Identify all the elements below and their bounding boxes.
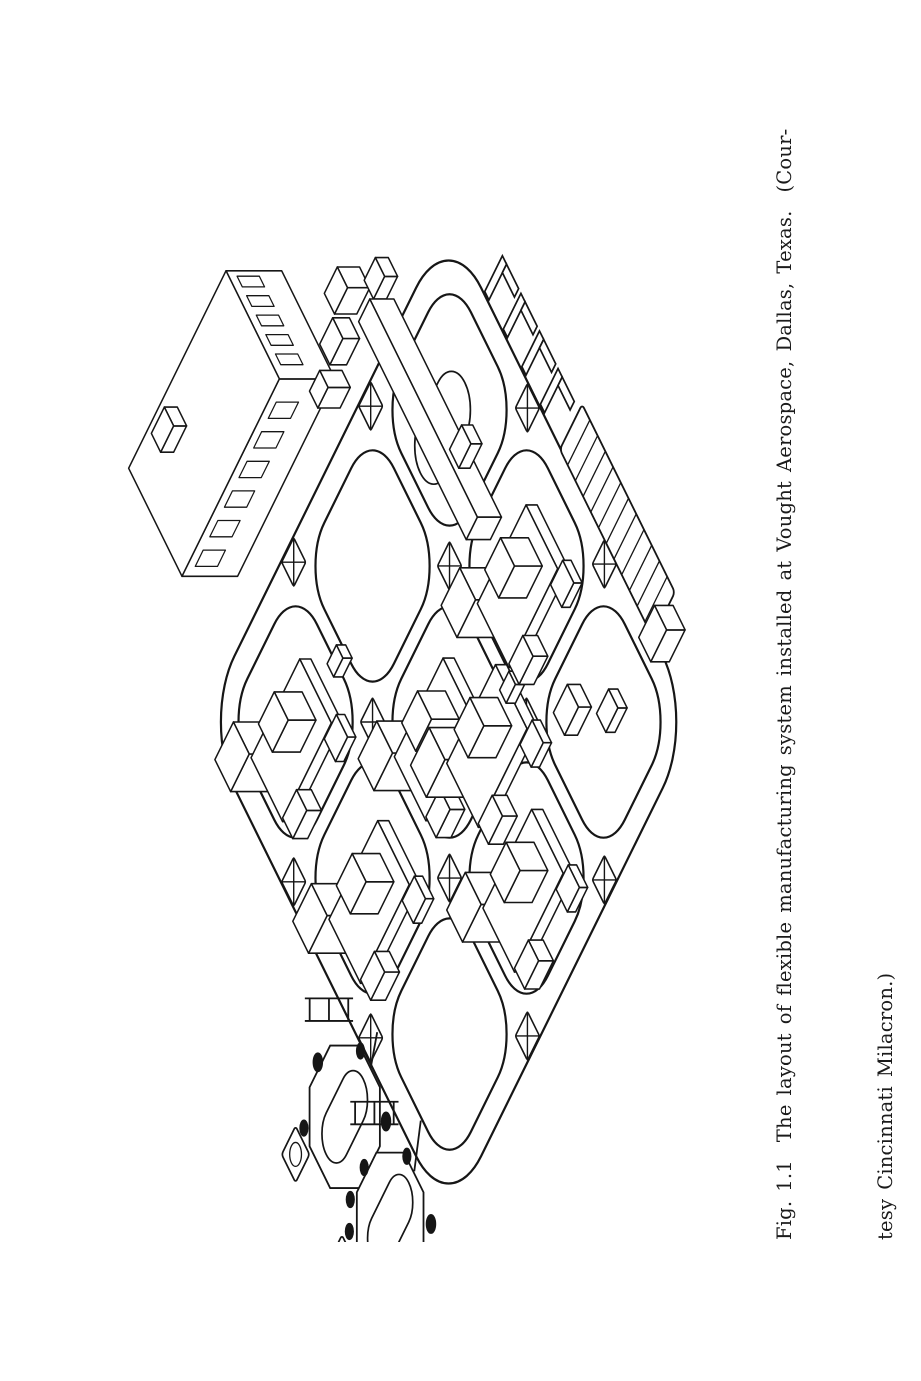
- machining-center-2: [335, 852, 395, 915]
- fixture-rack: [539, 339, 555, 372]
- fixture-rack: [503, 293, 525, 337]
- building-window: [209, 519, 241, 538]
- pallet-rack: [369, 1102, 380, 1125]
- track-crossing-switch: [282, 857, 306, 906]
- fixture: [424, 1211, 437, 1237]
- agv-track-loop: [380, 893, 519, 1175]
- carousel-spur: [405, 1121, 430, 1172]
- pallet-rack: [304, 998, 315, 1021]
- carousel-spur: [365, 1032, 383, 1068]
- pallet-stand-2: [595, 688, 628, 734]
- carousel-1-part: [287, 1137, 304, 1171]
- chip-conveyor: [622, 530, 644, 575]
- track-crossing-switch: [359, 382, 383, 431]
- tool-rack-3: [363, 256, 399, 300]
- chip-conveyor: [583, 451, 605, 496]
- machining-center-6: [555, 864, 589, 913]
- agv-cart-1: [326, 644, 353, 678]
- fixture-rack: [558, 377, 574, 410]
- chip-conveyor: [637, 561, 659, 606]
- chip-conveyor: [645, 577, 667, 622]
- pallet-stand-1: [552, 683, 593, 737]
- building-window: [255, 314, 285, 327]
- track-crossing-switch: [437, 542, 461, 591]
- track-crossing-switch: [437, 854, 461, 903]
- fixture: [355, 1040, 366, 1063]
- building-window: [223, 490, 256, 508]
- machining-center-5: [508, 634, 549, 686]
- pallet-rack: [350, 1075, 398, 1173]
- machining-center-4: [453, 696, 513, 759]
- building-door-unit: [308, 369, 352, 409]
- machining-center-5: [549, 559, 583, 609]
- fixture-rack: [502, 264, 518, 297]
- caption-line-2: tesy Cincinnati Milacron.): [873, 972, 897, 1240]
- control-building: [127, 269, 336, 578]
- chip-conveyor: [606, 498, 628, 543]
- building-window: [265, 333, 294, 346]
- track-crossing-switch: [359, 1013, 383, 1062]
- machining-center-1: [323, 713, 357, 763]
- pallet-rack: [305, 972, 353, 1070]
- pallet-rack: [323, 998, 334, 1021]
- track-crossing-switch: [515, 1012, 539, 1061]
- fixture-rack: [522, 331, 544, 375]
- machines-layer: [127, 256, 686, 1001]
- track-crossing-switch: [282, 538, 306, 587]
- fixture: [401, 1145, 412, 1168]
- carousel-2-track: [362, 1163, 419, 1242]
- fixture: [311, 1049, 324, 1075]
- fixture-rack: [540, 369, 562, 413]
- fixture-rack: [521, 302, 537, 335]
- tool-rack-1: [318, 316, 361, 366]
- fms-illustration: [127, 167, 686, 1242]
- building-window: [236, 275, 266, 288]
- machining-center-1: [281, 788, 323, 840]
- machining-center-2: [401, 875, 435, 925]
- teardrop-station: [448, 424, 483, 470]
- agv-track-loop: [303, 425, 442, 707]
- machining-center-4: [477, 794, 518, 846]
- machining-center-2: [359, 950, 401, 1001]
- track-crossing-switch: [592, 855, 616, 904]
- roof-vent: [150, 406, 188, 454]
- chip-conveyor: [629, 545, 651, 590]
- chip-conveyor: [591, 467, 613, 512]
- chip-conveyor: [568, 420, 590, 465]
- building-window: [246, 295, 275, 308]
- chip-conveyor: [575, 436, 597, 481]
- building-window: [194, 549, 227, 568]
- figure-area: [124, 167, 699, 1242]
- caption-line-1: Fig. 1.1 The layout of flexible manufact…: [773, 128, 796, 1240]
- building-window: [267, 401, 300, 420]
- machining-center-6: [489, 841, 549, 904]
- chip-conveyor: [599, 483, 621, 528]
- pallet-rack: [388, 1102, 399, 1125]
- tool-rack-2: [323, 266, 371, 315]
- chip-conveyor: [614, 514, 636, 559]
- machining-center-5: [484, 536, 544, 599]
- building-window: [274, 353, 304, 366]
- building-window: [238, 460, 270, 479]
- machining-center-6: [513, 939, 555, 990]
- fixture-rack: [485, 256, 507, 300]
- machining-center-4: [519, 719, 553, 768]
- fixture: [345, 1188, 356, 1211]
- pallet-rack: [343, 998, 354, 1021]
- building-window: [253, 431, 285, 449]
- fixture: [298, 1117, 309, 1140]
- track-crossing-switch: [515, 384, 539, 433]
- conveyor-end-box: [637, 604, 686, 663]
- figure-caption: Fig. 1.1 The layout of flexible manufact…: [701, 129, 921, 1240]
- carousel-1-track: [316, 1059, 374, 1176]
- track-crossing-switch: [592, 540, 616, 589]
- fixture: [380, 1108, 393, 1134]
- machining-center-1: [257, 691, 317, 753]
- fixture: [344, 1220, 355, 1242]
- pallet-rack: [350, 1102, 361, 1125]
- fixture: [359, 1156, 370, 1179]
